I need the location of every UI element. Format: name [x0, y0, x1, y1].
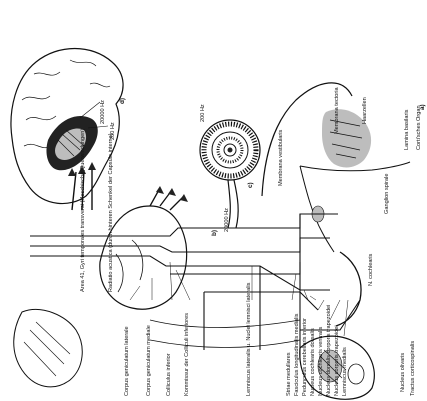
ganglion-spirale-label: Ganglion spirale [384, 174, 390, 214]
radiatio-label: Radiatio acustica (durch hinteren Schenk… [108, 133, 114, 292]
colliculus-label: Colliculus inferior [166, 353, 172, 396]
section-a-label: a) [419, 104, 426, 110]
ascending-pathway-1 [30, 214, 338, 236]
lemniscus-med-label: Lemniscus medialis [342, 347, 348, 396]
area41-label: Area 41, Gyri temporales transversi (Hes… [80, 129, 86, 292]
fasciculus-label: Fasciculus longitudinalis medialis [294, 313, 300, 396]
cochlear-nerve [336, 252, 361, 326]
kommissur-label: Kommissur der Colliculi inferiores [184, 313, 190, 396]
membrana-tectoria-label: Membrana tectoria [334, 86, 340, 134]
section-b-label: b) [211, 230, 218, 236]
lamina-basilaris-label: Lamina basilaris [404, 109, 410, 150]
pedunculus-label: Pedunculus cerebellaris inferior [302, 318, 308, 396]
corti-organ-label: Corti'sches Organ [416, 105, 422, 150]
lateral-lemniscus [170, 262, 318, 310]
organ-of-corti-panel: Membrana tectoria Haarzellen Membrana ve… [262, 83, 426, 252]
nucleus-corporis-label: Nucleus corporis trapezoidei [334, 325, 340, 396]
ncd-label: Nucleus cochlearis dorsalis [310, 328, 316, 396]
n-cochlearis-label: N. cochlearis [368, 253, 374, 286]
membrana-vestibularis-label: Membrana vestibularis [278, 130, 284, 186]
olivaris-label: Nucleus olivaris [400, 353, 406, 392]
cgm-label: Corpus geniculatum mediale [146, 325, 152, 396]
section-d-label: d) [119, 98, 126, 104]
section-c-label: c) [247, 182, 254, 188]
cochlea-panel: 200 Hz 20000 Hz c) [200, 104, 260, 232]
label-leaders [130, 262, 348, 336]
haarzellen-label: Haarzellen [362, 97, 368, 124]
striae-label: Striae medullares [286, 352, 292, 396]
lemniscus-lat-label: Lemniscus lateralis u. Nuclei lemnisci l… [246, 282, 252, 396]
ascending-pathway-2 [30, 238, 330, 252]
ncv-label: Nucleus cochlearis ventralis [318, 326, 324, 396]
cochlea-freq-top: 200 Hz [200, 104, 206, 122]
cgl-label: Corpus geniculatum laterale [124, 326, 130, 396]
tractus-label: Tractus corticospinalis [410, 341, 416, 396]
cortex-freq-high: 20000 Hz [100, 100, 106, 124]
